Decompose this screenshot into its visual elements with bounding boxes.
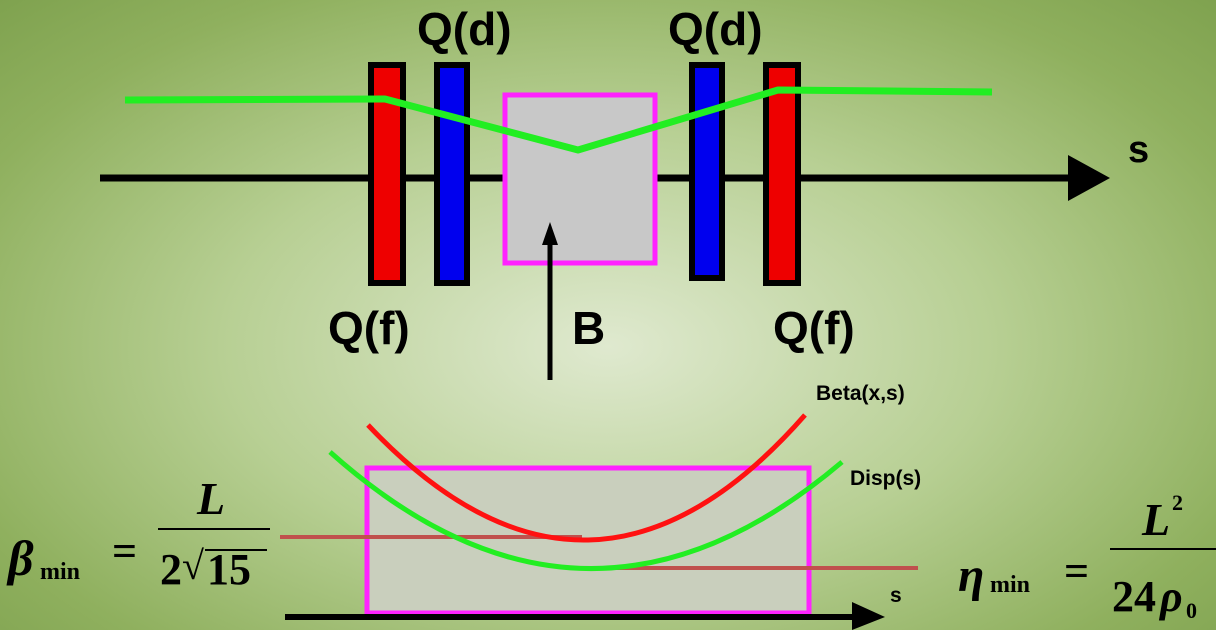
eta-subscript: min [990,572,1031,598]
eta-denominator-coefficient: 24 [1112,572,1156,621]
dispersion-trajectory [124,86,993,154]
disp-curve-label: Disp(s) [850,467,922,490]
eta-numerator-exponent: 2 [1172,490,1183,515]
beta-curve-label: Beta(x,s) [816,382,905,405]
dipole-label: B [572,302,606,354]
beta-equals-sign: = [112,527,138,576]
beam-axis-top-arrowhead [1068,155,1110,201]
beta-curve [366,413,807,543]
beta-radical-sign: √ [182,543,204,588]
beta-radical-overline [205,549,267,551]
quad-defocusing-right-label: Q(d) [668,3,763,55]
s-axis-label-top: s [1128,129,1150,171]
eta-denominator-subscript: 0 [1186,598,1197,623]
beam-axis-bottom-arrowhead [852,602,885,630]
dispersion-curve [328,450,844,572]
quad-focusing-right [763,62,801,286]
beta-numerator: L [197,473,226,524]
beta-subscript: min [40,559,81,585]
s-axis-label-bottom: s [890,584,902,607]
eta-numerator: L [1142,494,1171,545]
beta-denominator-coefficient: 2 [160,545,182,594]
quad-defocusing-left-label: Q(d) [417,3,512,55]
quad-focusing-right-label: Q(f) [773,302,855,354]
eta-denominator-symbol: ρ [1160,572,1183,621]
dipole-pointer-arrowhead [542,222,558,245]
dipole-magnet-top [502,92,658,266]
beta-fraction-bar [158,528,270,530]
eta-symbol: η [958,549,985,602]
beta-symbol: β [8,530,34,586]
quad-defocusing-left [434,62,470,286]
beta-radicand: 15 [207,545,251,594]
eta-fraction-bar [1110,548,1216,550]
quad-defocusing-right [689,62,725,281]
quad-focusing-left-label: Q(f) [328,302,410,354]
eta-equals-sign: = [1064,547,1090,596]
